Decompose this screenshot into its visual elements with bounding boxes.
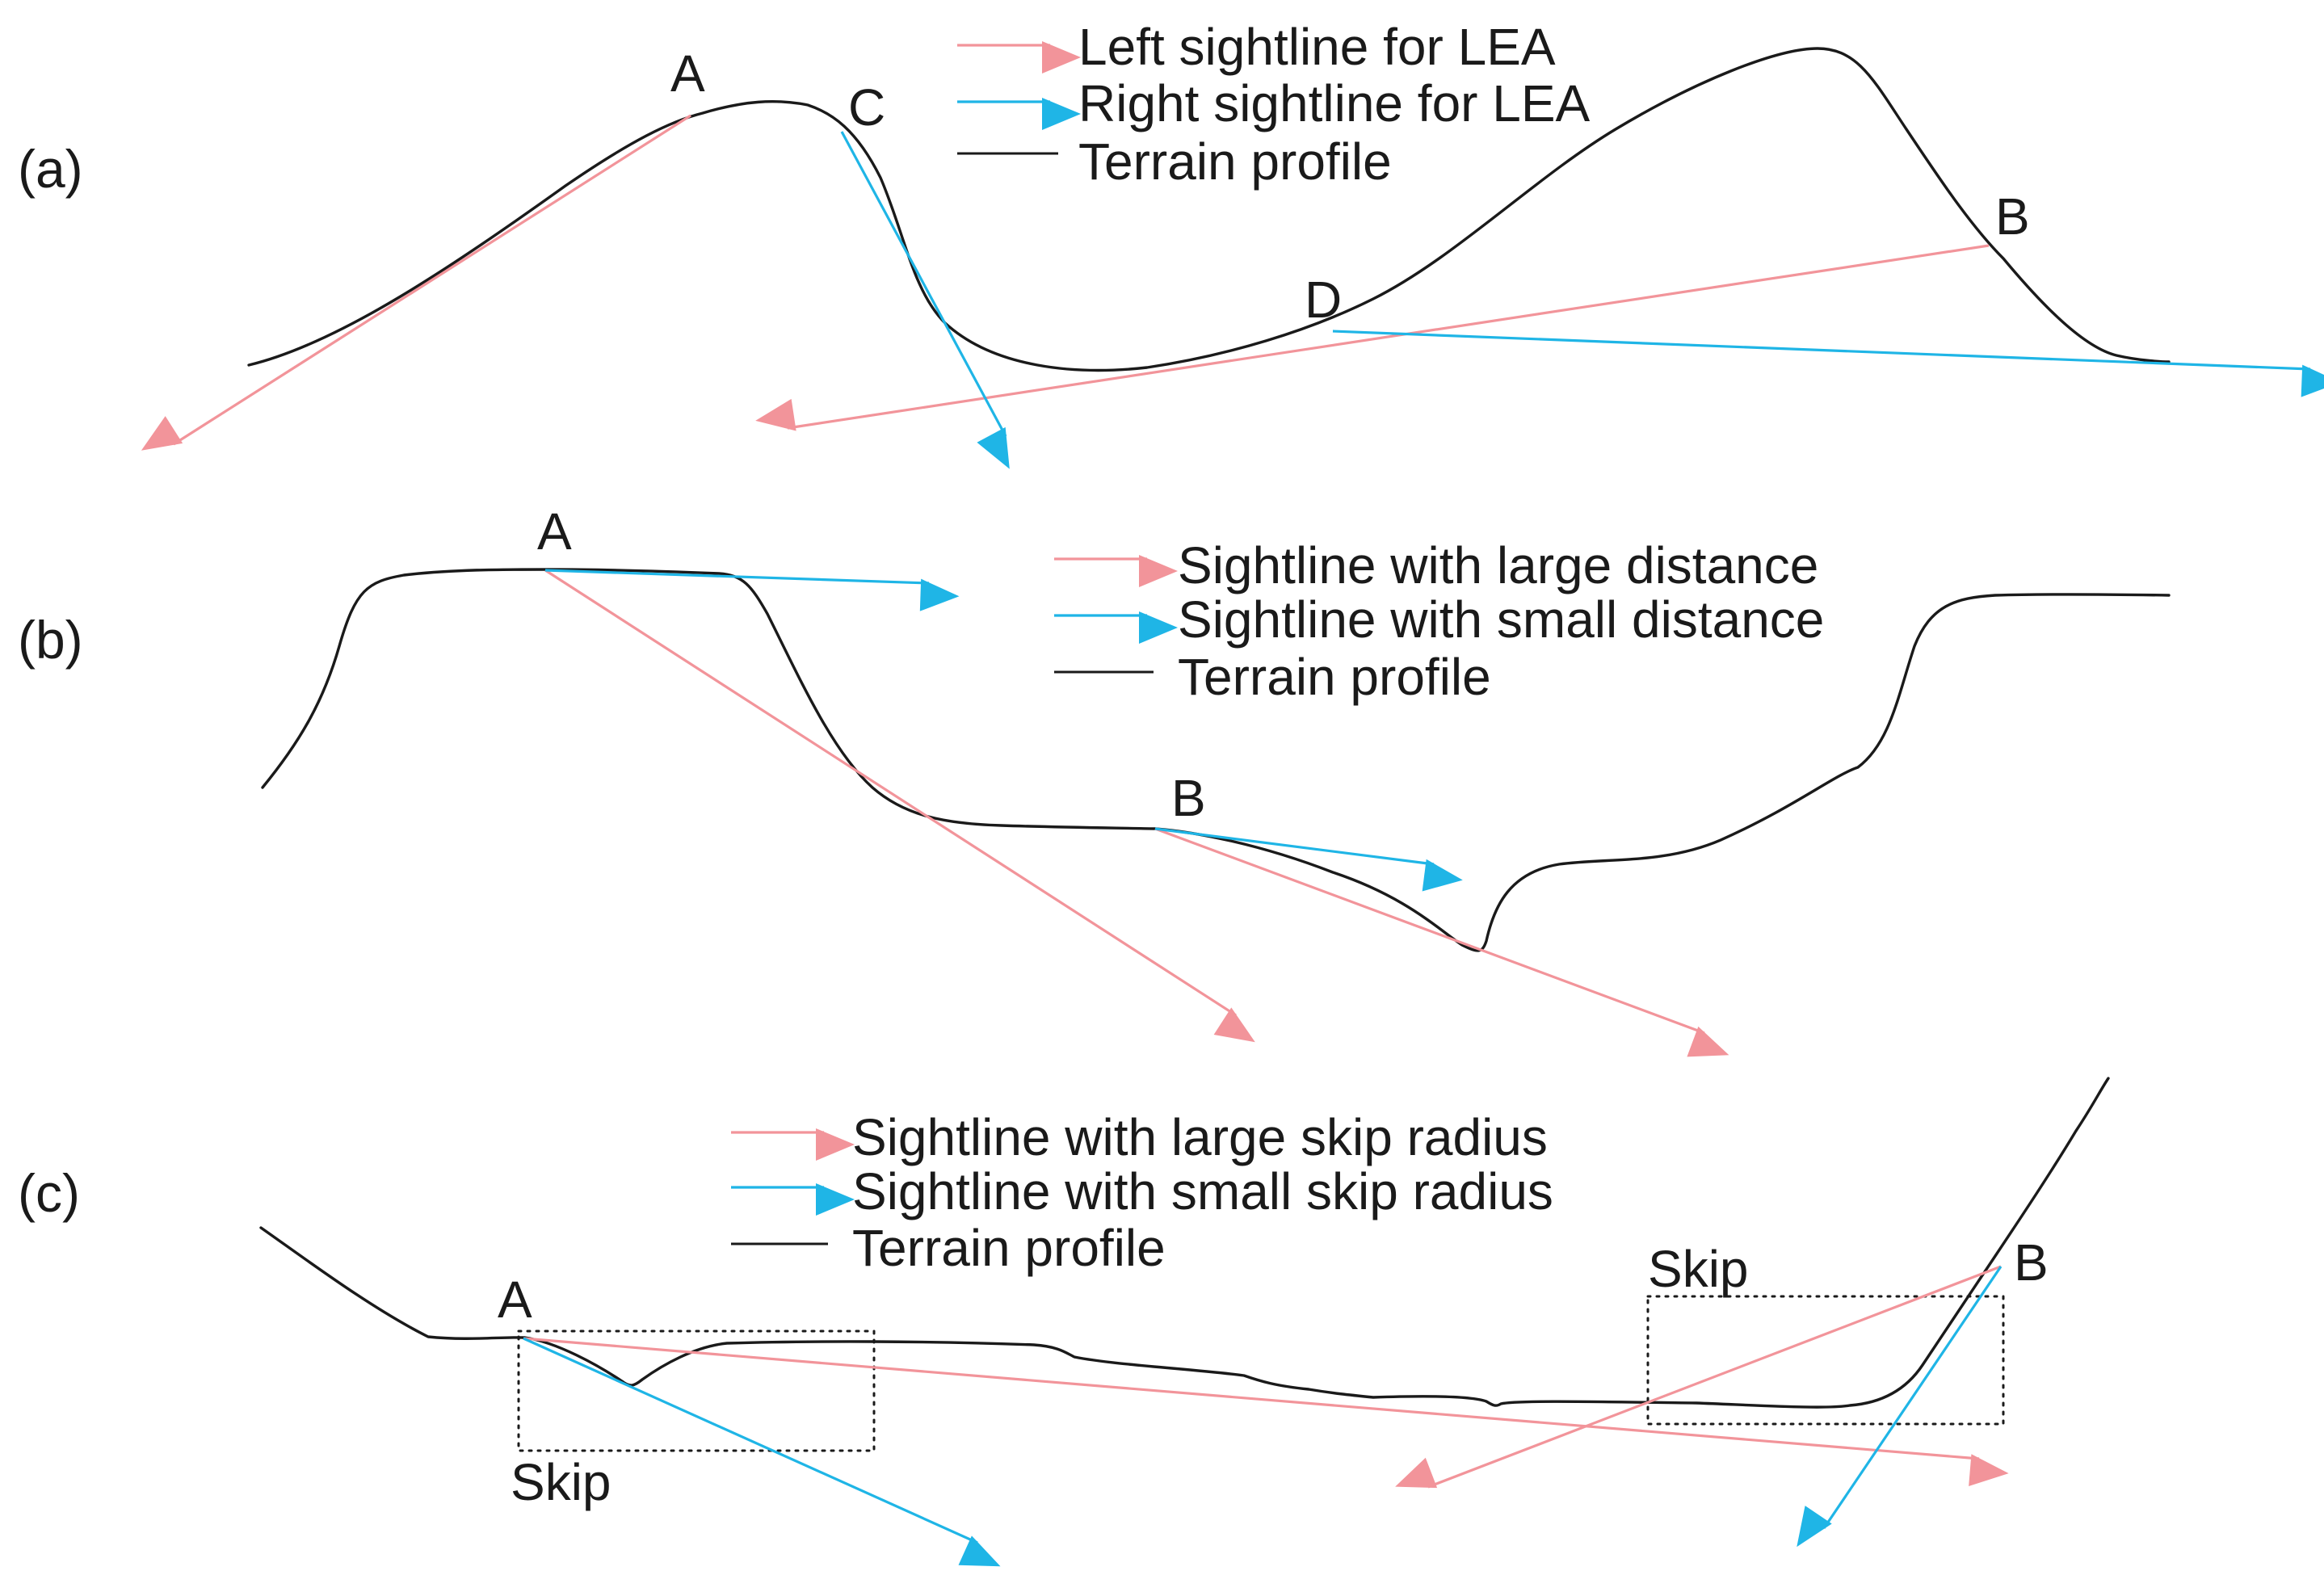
panel-b-label: (b) — [18, 610, 83, 670]
large-distance-sightline-b-from-A — [544, 569, 1255, 1043]
legend-c-black-label: Terrain profile — [852, 1219, 1166, 1277]
point-label-b-B: B — [1171, 769, 1206, 827]
panel-c-label: (c) — [18, 1163, 80, 1223]
legend-c-pink-label: Sightline with large skip radius — [852, 1108, 1548, 1166]
legend-a-blue-label: Right sightline for LEA — [1078, 74, 1591, 132]
skip-box-right — [1646, 1295, 2005, 1426]
small-distance-sightline-b-from-B — [1154, 827, 1463, 892]
skip-box-left — [517, 1329, 876, 1452]
skip-label-right: Skip — [1648, 1240, 1749, 1298]
point-label-a-D: D — [1305, 271, 1342, 329]
small-distance-sightline-b-from-A — [544, 569, 960, 611]
point-label-a-C: C — [848, 78, 885, 137]
legend-b: Sightline with large distance Sightline … — [1054, 536, 1824, 706]
legend-c-blue-label: Sightline with small skip radius — [852, 1162, 1553, 1220]
large-skip-sightline-c-from-B — [1395, 1265, 2002, 1489]
large-distance-sightline-b-from-B — [1154, 827, 1729, 1057]
terrain-profile-c — [259, 1077, 2110, 1409]
point-label-b-A: A — [537, 502, 572, 561]
large-skip-sightline-c-from-A — [523, 1337, 2009, 1487]
legend-b-black-label: Terrain profile — [1178, 648, 1491, 706]
right-sightline-a-from-D — [1332, 330, 2324, 397]
point-label-c-A: A — [498, 1271, 532, 1329]
legend-a: Left sightline for LEA Right sightline f… — [957, 18, 1591, 191]
left-sightline-a-from-A — [141, 114, 691, 451]
small-skip-sightline-c-from-A — [523, 1337, 1001, 1567]
right-sightline-a-from-C — [840, 131, 1010, 469]
legend-a-pink-label: Left sightline for LEA — [1078, 18, 1556, 76]
left-sightline-a-from-B — [755, 244, 1990, 431]
panel-a-label: (a) — [18, 139, 83, 199]
point-label-a-A: A — [670, 44, 705, 103]
small-skip-sightline-c-from-B — [1797, 1266, 2003, 1548]
legend-b-blue-label: Sightline with small distance — [1178, 590, 1824, 649]
point-label-a-B: B — [1995, 187, 2030, 246]
legend-b-pink-label: Sightline with large distance — [1178, 536, 1818, 594]
point-label-c-B: B — [2014, 1233, 2049, 1292]
legend-c: Sightline with large skip radius Sightli… — [731, 1108, 1553, 1277]
legend-a-black-label: Terrain profile — [1078, 132, 1392, 191]
panel-c: (c) A B Skip Skip Sightline with large s… — [18, 1077, 2110, 1567]
skip-label-left: Skip — [511, 1453, 611, 1511]
panel-b: (b) A B Sightline with large distance Si… — [18, 502, 2171, 1057]
panel-a: (a) A C D B Left sightline for LEA Right… — [18, 18, 2324, 469]
